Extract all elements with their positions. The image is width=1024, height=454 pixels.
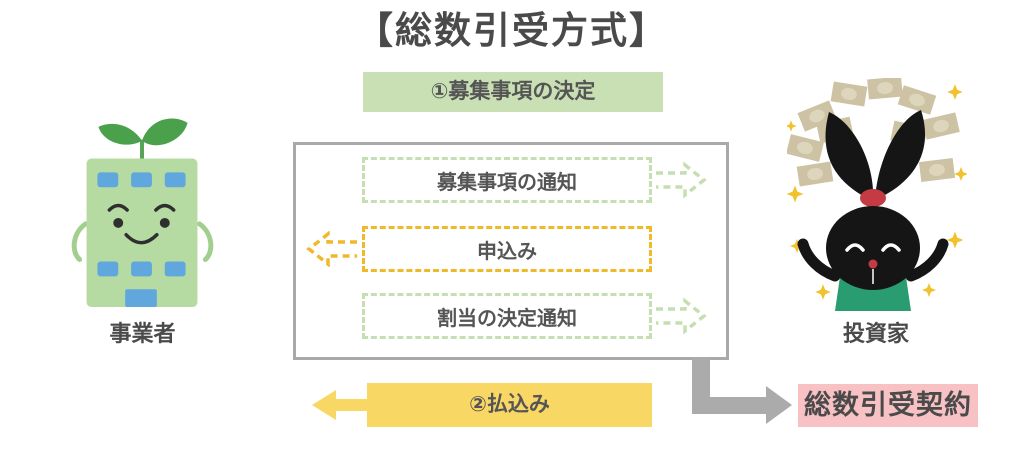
building-arm-right — [196, 221, 214, 262]
rabbit-ear-right — [875, 110, 926, 200]
smile — [124, 233, 159, 245]
rabbit-ear-left — [825, 112, 874, 200]
window — [97, 172, 119, 188]
sparkles — [787, 84, 967, 300]
eyebrow-left — [107, 203, 129, 212]
eye-left — [113, 217, 124, 228]
rabbit-head — [826, 206, 920, 290]
step2-banner: ②払込み — [367, 383, 652, 427]
hair-tie — [860, 189, 886, 207]
sprout-leaf-left — [98, 123, 143, 145]
dashed-arrow-left-icon — [306, 231, 357, 267]
dashed-arrow-right-icon — [656, 162, 707, 198]
flow-item-allotment-notice: 割当の決定通知 — [362, 293, 652, 339]
building-character-illustration — [71, 118, 214, 308]
rabbit-nose — [868, 259, 878, 269]
rabbit-arm-right — [905, 238, 949, 282]
window — [97, 261, 119, 277]
eye-right — [159, 217, 170, 228]
rabbit-arm-left — [797, 238, 841, 282]
window — [164, 261, 186, 277]
elbow-arrow-icon — [692, 357, 792, 424]
dashed-arrow-right-icon — [656, 298, 707, 334]
door — [125, 289, 157, 308]
flow-item-label: 割当の決定通知 — [437, 307, 577, 330]
step1-banner: ①募集事項の決定 — [363, 72, 663, 112]
rabbit-eye-right — [881, 243, 901, 252]
flow-item-offering-notice: 募集事項の通知 — [362, 157, 652, 203]
window — [131, 261, 152, 277]
solid-arrow-left-icon — [312, 390, 367, 420]
rabbit-investor-illustration — [787, 78, 967, 311]
eyebrow-right — [154, 203, 176, 212]
sprout-leaf-right — [142, 118, 188, 146]
window — [131, 172, 152, 188]
page-title: 【総数引受方式】 — [356, 10, 668, 51]
actor-label-business: 事業者 — [109, 321, 176, 346]
flow-item-application: 申込み — [362, 226, 652, 272]
window — [164, 172, 186, 188]
rabbit-eye-left — [845, 243, 865, 252]
contract-box: 総数引受契約 — [798, 384, 978, 427]
money-notes — [787, 78, 960, 187]
flow-item-label: 申込み — [477, 240, 537, 263]
flow-item-label: 募集事項の通知 — [437, 171, 577, 194]
actor-label-investor: 投資家 — [842, 321, 909, 346]
building-arm-left — [71, 221, 89, 262]
